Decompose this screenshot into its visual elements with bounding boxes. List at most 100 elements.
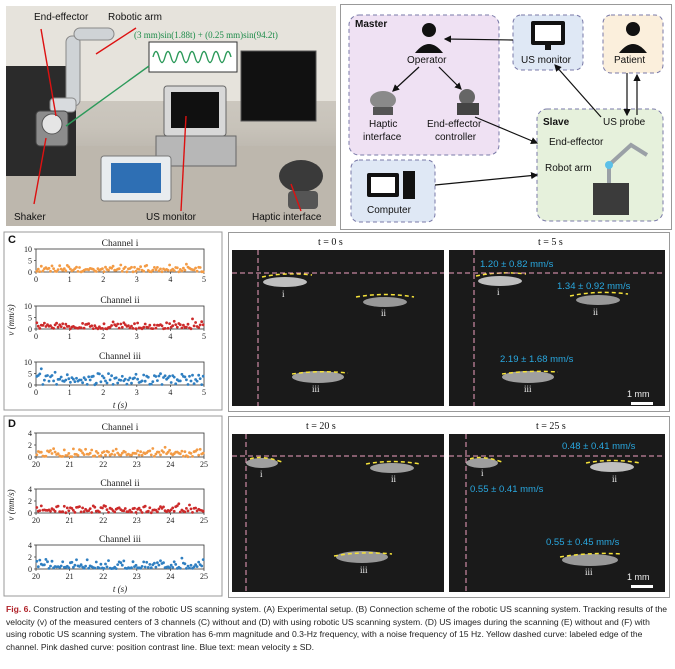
xtick-label-5-4: 24 bbox=[166, 572, 174, 581]
data-point-3-11 bbox=[52, 447, 55, 451]
data-point-1-98 bbox=[185, 325, 188, 329]
data-point-0-18 bbox=[62, 267, 66, 271]
data-point-5-34 bbox=[87, 566, 91, 570]
data-point-0-56 bbox=[120, 269, 124, 273]
data-point-3-17 bbox=[61, 455, 65, 458]
data-point-0-93 bbox=[177, 270, 181, 274]
data-point-2-103 bbox=[192, 382, 196, 386]
data-point-2-107 bbox=[198, 377, 202, 380]
connection-scheme-graphic bbox=[348, 14, 664, 223]
data-point-1-13 bbox=[55, 321, 58, 325]
e-velocity-iii: 2.19 ± 1.68 mm/s bbox=[500, 354, 574, 365]
data-point-1-56 bbox=[120, 325, 124, 329]
data-point-2-5 bbox=[43, 378, 46, 382]
data-point-5-28 bbox=[78, 565, 81, 568]
data-point-1-74 bbox=[148, 323, 152, 327]
data-point-0-78 bbox=[154, 268, 158, 272]
data-point-5-41 bbox=[98, 566, 101, 570]
xtick-label-1-2: 2 bbox=[101, 332, 105, 341]
data-point-4-100 bbox=[188, 503, 191, 507]
panel-c-xlabel: t (s) bbox=[113, 400, 127, 410]
data-point-2-24 bbox=[72, 377, 75, 381]
ytick-label-0-10: 10 bbox=[24, 245, 32, 254]
haptic-interface-label: Haptic interface bbox=[252, 212, 322, 223]
data-point-4-92 bbox=[175, 504, 179, 508]
panel-c-ylabel: v (mm/s) bbox=[6, 304, 16, 335]
data-point-4-98 bbox=[185, 507, 188, 510]
ytick-label-3-4: 4 bbox=[28, 429, 32, 438]
f-time-right: t = 25 s bbox=[536, 421, 566, 432]
data-point-5-24 bbox=[72, 565, 75, 569]
data-point-3-86 bbox=[166, 450, 170, 454]
data-point-2-91 bbox=[174, 382, 178, 386]
data-point-1-17 bbox=[61, 322, 65, 326]
data-point-1-4 bbox=[41, 324, 45, 327]
data-point-0-21 bbox=[67, 265, 71, 269]
data-point-4-79 bbox=[156, 510, 159, 514]
data-point-1-5 bbox=[43, 321, 46, 325]
data-point-1-96 bbox=[182, 323, 185, 327]
xtick-label-4-1: 21 bbox=[66, 516, 74, 525]
data-point-4-0 bbox=[35, 506, 39, 509]
xtick-label-1-3: 3 bbox=[135, 332, 139, 341]
data-point-3-55 bbox=[119, 453, 123, 457]
data-point-0-68 bbox=[139, 265, 143, 269]
data-point-0-109 bbox=[201, 270, 205, 274]
data-point-4-41 bbox=[98, 510, 101, 514]
data-point-5-8 bbox=[47, 567, 51, 570]
data-point-3-18 bbox=[62, 448, 66, 452]
data-point-5-21 bbox=[67, 566, 71, 570]
data-point-2-98 bbox=[185, 378, 188, 382]
panel-d-xlabel: t (s) bbox=[113, 584, 127, 594]
data-point-1-14 bbox=[56, 325, 60, 329]
data-point-1-61 bbox=[128, 326, 132, 330]
e-left-label-iii: iii bbox=[312, 384, 320, 394]
data-point-4-29 bbox=[79, 510, 83, 514]
data-point-1-58 bbox=[123, 323, 127, 326]
data-point-1-84 bbox=[163, 327, 167, 330]
data-point-0-64 bbox=[133, 265, 136, 269]
data-point-2-60 bbox=[126, 378, 130, 382]
f-velocity-iii: 0.55 ± 0.45 mm/s bbox=[546, 537, 620, 548]
data-point-2-88 bbox=[169, 381, 173, 384]
data-point-2-32 bbox=[84, 378, 87, 381]
data-point-0-15 bbox=[58, 264, 62, 268]
slave-label: Slave bbox=[543, 117, 570, 128]
data-point-3-94 bbox=[178, 452, 182, 456]
data-point-4-62 bbox=[130, 510, 133, 514]
data-point-1-6 bbox=[44, 325, 48, 328]
data-point-0-76 bbox=[151, 268, 155, 272]
data-point-5-25 bbox=[73, 563, 77, 567]
data-point-2-39 bbox=[94, 381, 98, 385]
data-point-2-42 bbox=[99, 380, 103, 384]
data-point-3-0 bbox=[35, 453, 39, 457]
data-point-0-50 bbox=[111, 264, 115, 268]
data-point-4-30 bbox=[81, 506, 84, 510]
data-point-2-46 bbox=[105, 381, 109, 385]
panel-label-d: D bbox=[8, 418, 16, 430]
data-point-3-6 bbox=[44, 454, 48, 458]
ytick-label-1-5: 5 bbox=[28, 314, 32, 323]
data-point-2-15 bbox=[58, 377, 62, 381]
data-point-3-29 bbox=[79, 449, 83, 453]
e-right-label-i: i bbox=[497, 287, 500, 297]
caption-fig-number: Fig. 6. bbox=[6, 604, 31, 614]
data-point-5-101 bbox=[189, 563, 193, 567]
data-point-5-29 bbox=[79, 563, 83, 567]
data-point-3-52 bbox=[114, 447, 118, 451]
data-point-4-21 bbox=[67, 509, 71, 513]
e-time-left: t = 0 s bbox=[318, 237, 343, 248]
data-point-5-31 bbox=[82, 566, 86, 570]
data-point-5-42 bbox=[99, 562, 103, 566]
xtick-label-0-0: 0 bbox=[34, 275, 38, 284]
data-point-1-92 bbox=[175, 325, 179, 329]
data-point-1-37 bbox=[91, 327, 95, 330]
panel-d-frame bbox=[3, 415, 223, 597]
data-point-2-31 bbox=[82, 376, 86, 380]
data-point-2-52 bbox=[114, 376, 118, 380]
data-point-0-13 bbox=[55, 270, 58, 273]
data-point-2-49 bbox=[110, 374, 113, 378]
data-point-5-2 bbox=[38, 558, 42, 562]
data-point-5-33 bbox=[85, 558, 89, 562]
data-point-5-9 bbox=[49, 564, 52, 568]
